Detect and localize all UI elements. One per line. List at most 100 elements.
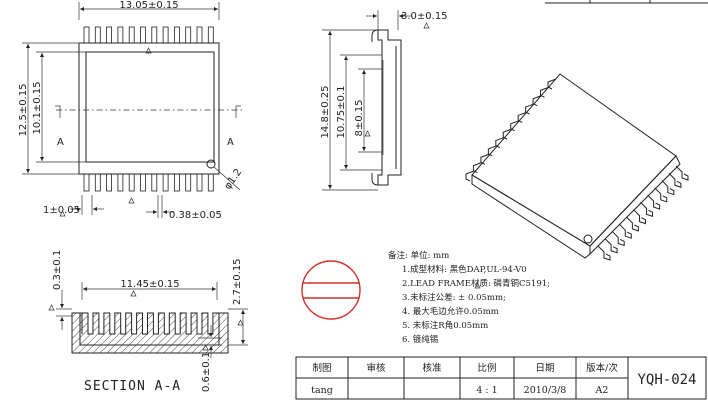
- iso-pin: [640, 202, 654, 218]
- tb-header-scale: 比例: [477, 362, 496, 374]
- pin: [106, 26, 112, 44]
- pin1-hole: [206, 159, 216, 169]
- section-inner-comb: [79, 312, 220, 346]
- side-height-mid-dim: 10.75±0.1: [336, 86, 347, 139]
- iso-pin: [675, 165, 689, 181]
- section-left-dim: 0.3±0.1: [52, 250, 63, 290]
- pin: [128, 173, 135, 192]
- iso-pin: [647, 194, 661, 210]
- tb-header-date: 日期: [535, 363, 554, 374]
- side-view: 3.0±0.15 14.8±0.25 10.75±0.1 8±0.15: [320, 10, 448, 191]
- title-block: 制图 审核 核准 比例 日期 版本/次 tang 4 : 1 2010/3/8 …: [295, 356, 707, 400]
- notes-header: 备注: 单位: mm: [388, 250, 449, 261]
- pin: [94, 26, 101, 44]
- pin: [173, 26, 180, 44]
- notes-block: 备注: 单位: mm 1.成型材料: 黑色DAP,UL-94-V0 2.LEAD…: [388, 250, 550, 345]
- iso-left-pins: [465, 78, 557, 182]
- section-width-dim: 11.45±0.15: [120, 279, 179, 290]
- iso-pin: [618, 223, 632, 239]
- tb-header-version: 版本/次: [586, 362, 618, 374]
- iso-pin: [626, 216, 639, 232]
- note-line-6: 6. 镀纯锡: [402, 334, 439, 345]
- top-table-fragment: [545, 0, 708, 4]
- top-pin-row: [83, 26, 214, 44]
- isometric-view: [465, 73, 689, 261]
- pin: [162, 173, 169, 192]
- iso-pin: [525, 103, 534, 115]
- pin: [185, 26, 192, 44]
- iso-pin: [480, 153, 490, 165]
- top-view: 13.05±0.15 A A 12.5±0.15 10.1±0.15 1±0.0…: [18, 0, 244, 221]
- stamp-circle: [301, 260, 361, 320]
- pin-width-dim: 1±0.05: [43, 205, 80, 216]
- iso-right-face: [589, 155, 681, 256]
- iso-pin: [668, 172, 682, 188]
- pin: [207, 26, 214, 44]
- pin: [196, 173, 203, 192]
- section-title: SECTION A-A: [84, 379, 181, 394]
- pin: [196, 26, 203, 44]
- iso-pin: [517, 111, 527, 123]
- pin: [128, 26, 135, 44]
- iso-pin: [604, 238, 618, 254]
- section-right-dim: 2.7±0.15: [232, 258, 243, 305]
- iso-pin: [633, 209, 646, 225]
- pin: [83, 173, 90, 192]
- side-view-body: [377, 29, 402, 186]
- iso-pin: [597, 245, 611, 261]
- top-view-body: [78, 42, 220, 175]
- hole-dim: φ1.2: [222, 167, 244, 192]
- iso-pin: [472, 162, 482, 174]
- pin: [151, 173, 158, 192]
- note-line-1: 1.成型材料: 黑色DAP,UL-94-V0: [402, 264, 527, 275]
- iso-pin: [487, 145, 497, 157]
- iso-pin: [540, 86, 549, 98]
- tb-value-scale: 4 : 1: [476, 385, 497, 396]
- pin: [162, 26, 169, 44]
- tb-header-checker: 审核: [366, 362, 386, 374]
- section-label-right: A: [227, 137, 234, 148]
- iso-pin: [547, 78, 557, 90]
- tb-value-version: A2: [595, 385, 609, 396]
- pin: [117, 173, 124, 192]
- pin-gap-dim: 0.38±0.05: [169, 210, 222, 221]
- note-line-2: 2.LEAD FRAME材质: 磷青铜C5191;: [402, 278, 550, 289]
- pin: [83, 26, 90, 44]
- pin: [173, 173, 180, 192]
- tb-value-date: 2010/3/8: [524, 385, 567, 396]
- iso-right-pins: [597, 165, 689, 261]
- iso-pin: [465, 170, 475, 182]
- iso-pin: [611, 231, 625, 247]
- pin: [140, 26, 146, 44]
- iso-pin: [532, 95, 542, 107]
- pin: [140, 173, 146, 192]
- top-width-dim: 13.05±0.15: [119, 0, 178, 11]
- iso-pin: [654, 187, 668, 203]
- pin: [151, 26, 158, 44]
- pin: [207, 173, 214, 192]
- note-line-3: 3.未标注公差: ± 0.05mm;: [402, 292, 506, 303]
- note-line-5: 5. 未标注R角0.05mm: [402, 320, 488, 331]
- note-line-4: 4. 最大毛边允许0.05mm: [402, 306, 499, 317]
- iso-pin: [510, 120, 519, 132]
- section-view: 11.45±0.15 0.3±0.1 2.7±0.15 0.6±0.1 SECT…: [48, 250, 248, 394]
- pin: [185, 173, 192, 192]
- section-label-left: A: [57, 137, 64, 148]
- top-height-outer-dim: 12.5±0.15: [18, 84, 29, 137]
- iso-pin: [502, 128, 512, 140]
- top-view-cavity: [85, 51, 215, 163]
- section-bottom-dim: 0.6±0.1: [201, 352, 212, 392]
- top-height-inner-dim: 10.1±0.15: [32, 82, 43, 135]
- iso-pin1-dot: [583, 234, 593, 244]
- iso-pin: [661, 180, 675, 196]
- pin: [117, 26, 124, 44]
- side-height-inner-dim: 8±0.15: [354, 99, 365, 136]
- tb-header-approver: 核准: [422, 362, 442, 374]
- side-top-dim: 3.0±0.15: [401, 11, 448, 22]
- side-height-outer-dim: 14.8±0.25: [320, 86, 331, 139]
- tb-header-drafter: 制图: [312, 362, 331, 374]
- bottom-pin-row: [83, 173, 214, 192]
- tb-value-drafter: tang: [311, 385, 333, 396]
- iso-pin: [495, 137, 504, 148]
